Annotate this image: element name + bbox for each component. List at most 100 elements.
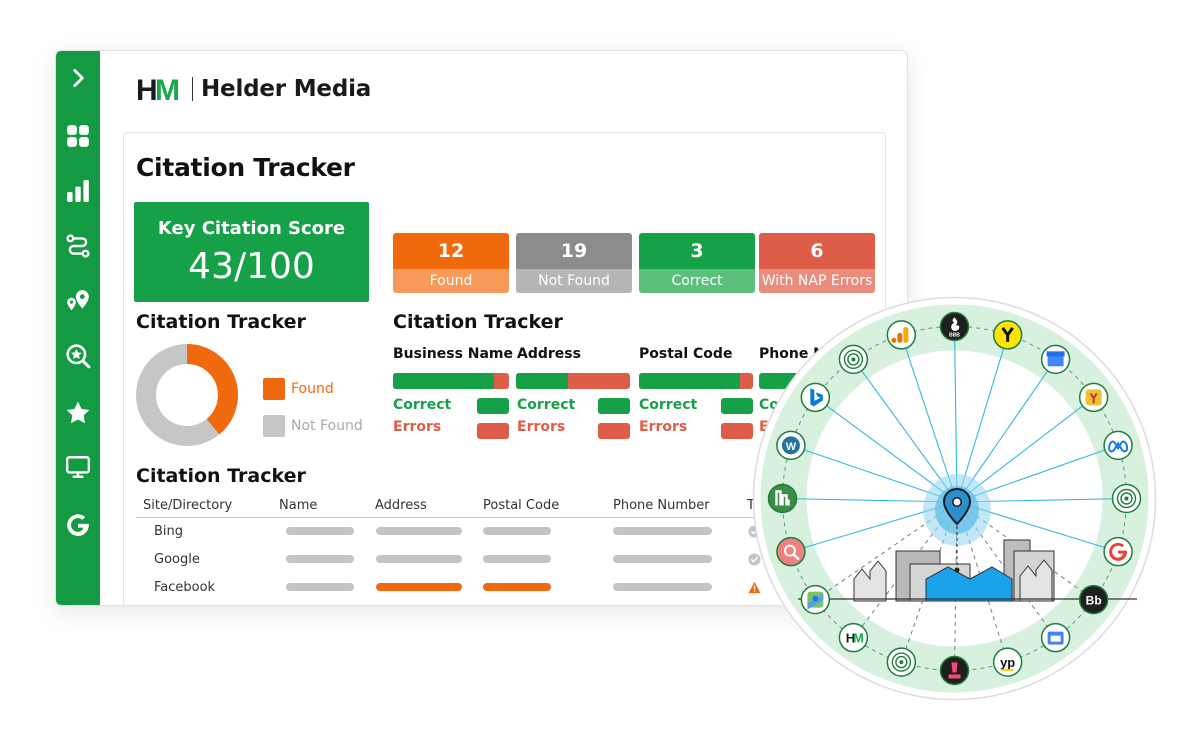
location-pins-icon xyxy=(67,290,89,311)
directory-icon[interactable] xyxy=(767,483,798,514)
meta-infinity xyxy=(1108,440,1129,453)
maps-pin xyxy=(812,595,819,602)
store-listing-icon[interactable] xyxy=(1040,622,1071,653)
stat-value: 12 xyxy=(393,233,509,269)
sidebar-item-dashboard[interactable] xyxy=(56,119,100,153)
table-section-title: Citation Tracker xyxy=(136,465,306,487)
helder-media-logo: H M xyxy=(136,75,180,103)
sidebar-item-search[interactable] xyxy=(56,339,100,373)
score-value: 43/100 xyxy=(188,246,315,287)
sidebar-item-reviews[interactable] xyxy=(56,396,100,430)
store-body xyxy=(1047,355,1064,367)
connection-line xyxy=(953,326,958,503)
stat-card-not-found[interactable]: 19 Not Found xyxy=(516,233,632,293)
nap-progress-postal-code xyxy=(639,373,753,389)
icon-text: M xyxy=(853,631,864,646)
target-ring xyxy=(1116,488,1137,509)
foursquare-icon[interactable] xyxy=(939,655,970,686)
apple-maps-icon[interactable] xyxy=(800,584,831,615)
google-g xyxy=(1109,542,1128,561)
star-icon xyxy=(66,401,90,424)
analytics-bar xyxy=(903,326,909,343)
table-cell-name xyxy=(286,527,354,535)
directory-network-graphic: Bb yp HM W BBB xyxy=(752,296,1157,701)
bing-icon[interactable] xyxy=(800,382,831,413)
sidebar-item-routes[interactable] xyxy=(56,229,100,263)
legend-label: Not Found xyxy=(291,418,363,434)
nap-progress-business-name xyxy=(393,373,509,389)
magnifier-icon[interactable] xyxy=(776,536,806,567)
yp-icon[interactable]: yp xyxy=(992,647,1023,677)
icon-badge xyxy=(800,382,831,413)
correct-pill xyxy=(477,398,509,414)
google-icon[interactable] xyxy=(1103,536,1133,567)
correct-label: Correct xyxy=(393,397,452,413)
brand: H M Helder Media xyxy=(136,75,371,103)
bar-chart-icon xyxy=(67,180,89,202)
bb-icon[interactable]: Bb xyxy=(1078,584,1109,615)
score-label: Key Citation Score xyxy=(157,218,346,239)
target-icon[interactable] xyxy=(886,647,917,677)
google-business-icon[interactable] xyxy=(1040,344,1071,375)
magnifier-handle xyxy=(793,553,800,561)
chevron-right-icon xyxy=(73,69,84,87)
legend-swatch xyxy=(263,378,285,400)
target-icon[interactable] xyxy=(1111,483,1142,514)
wordpress-disc xyxy=(781,436,800,455)
nap-progress-fill xyxy=(393,373,494,389)
sidebar-toggle[interactable] xyxy=(56,61,100,95)
legend-swatch xyxy=(263,415,285,437)
table-cell-name xyxy=(286,555,354,563)
icon-badge xyxy=(992,647,1023,677)
target-icon[interactable] xyxy=(838,344,869,375)
hm-icon[interactable]: HM xyxy=(838,622,869,653)
errors-pill xyxy=(477,423,509,439)
page-title: Citation Tracker xyxy=(136,153,355,182)
table-cell-phone-number xyxy=(613,555,712,563)
nap-progress-fill xyxy=(639,373,741,389)
correct-label: Correct xyxy=(639,397,698,413)
errors-label: Errors xyxy=(517,419,566,435)
analytics-bar xyxy=(897,332,903,343)
bbb-icon[interactable]: BBB xyxy=(939,311,970,342)
target-dot xyxy=(1124,496,1129,501)
yellowpages-icon[interactable] xyxy=(992,320,1023,350)
analytics-icon[interactable] xyxy=(886,320,917,350)
table-cell-phone-number xyxy=(613,527,712,535)
icon-badge xyxy=(1078,584,1109,615)
table-cell-address-error xyxy=(376,583,462,591)
yelp-icon[interactable] xyxy=(1078,382,1109,413)
sidebar-item-google[interactable] xyxy=(56,508,100,542)
nap-column-postal-code: Postal Code xyxy=(639,346,733,362)
table-header-address: Address xyxy=(375,498,427,513)
sidebar-item-monitor[interactable] xyxy=(56,450,100,484)
stat-card-found[interactable]: 12 Found xyxy=(393,233,509,293)
wordpress-icon[interactable]: W xyxy=(776,430,806,461)
nap-column-business-name: Business Name xyxy=(393,346,514,362)
table-row-site: Bing xyxy=(154,524,184,539)
target-ring xyxy=(1120,492,1133,505)
brand-separator xyxy=(192,77,193,101)
table-cell-address xyxy=(376,555,462,563)
table-cell-postal-code xyxy=(483,555,551,563)
nap-column-address: Address xyxy=(517,346,581,362)
target-ring xyxy=(847,353,860,366)
donut-section-title: Citation Tracker xyxy=(136,311,306,333)
yelp-mark xyxy=(1089,392,1098,404)
stat-card-correct[interactable]: 3 Correct xyxy=(639,233,755,293)
connection-line xyxy=(852,359,958,503)
magnifier-lens xyxy=(783,544,796,557)
meta-icon[interactable] xyxy=(1103,430,1133,461)
dashboard-grid-icon xyxy=(67,125,89,147)
stat-card-nap-errors[interactable]: 6 With NAP Errors xyxy=(759,233,875,293)
sidebar-item-reports[interactable] xyxy=(56,174,100,208)
connection-line xyxy=(956,359,1057,503)
target-ring xyxy=(891,652,912,672)
icon-text: Bb xyxy=(1086,594,1102,608)
target-ring xyxy=(843,349,864,370)
directory-mark xyxy=(775,490,790,506)
connection-line xyxy=(956,334,1009,503)
listing-window xyxy=(1050,635,1061,642)
sidebar-item-locations[interactable] xyxy=(56,284,100,318)
table-header-postal-code: Postal Code xyxy=(483,498,560,513)
